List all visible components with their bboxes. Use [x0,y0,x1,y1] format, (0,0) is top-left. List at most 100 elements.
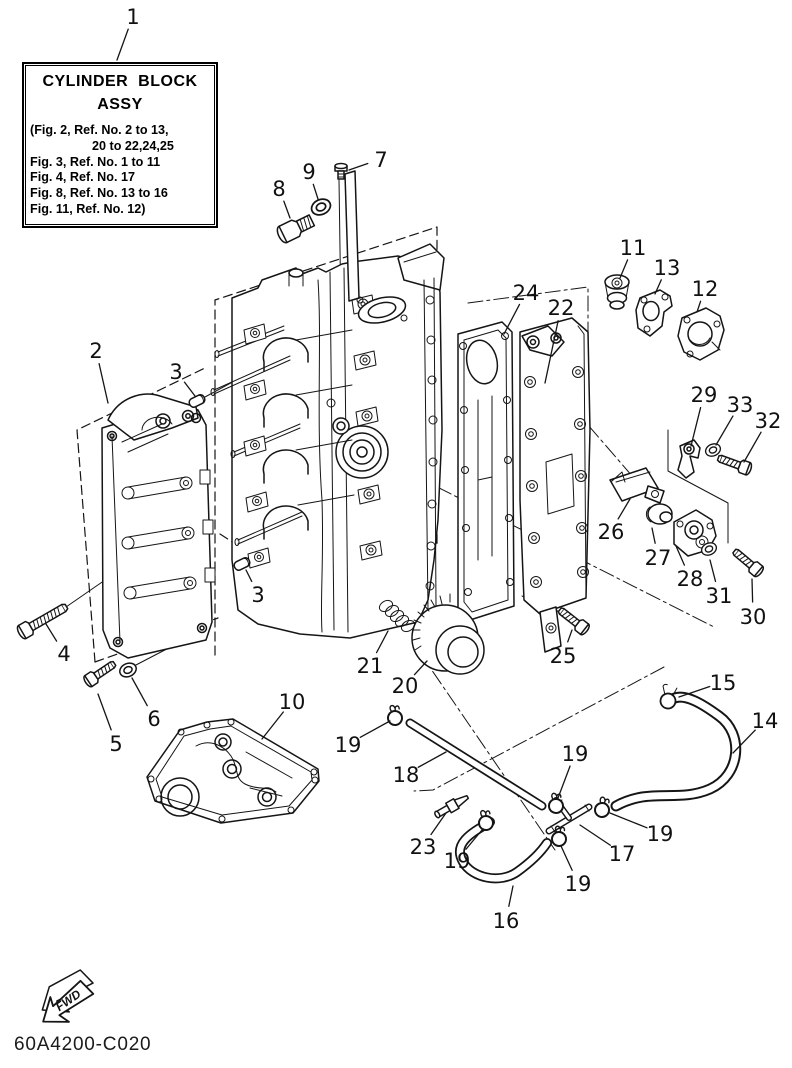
callout-20: 20 [392,674,419,698]
oil-pan-gasket-drawing [146,718,320,824]
figure-reference-line: Fig. 8, Ref. No. 13 to 16 [30,186,168,201]
leader-line-8 [283,200,291,219]
bolt-25-drawing [555,603,592,637]
oil-filter-drawing [378,593,485,675]
leader-line-14 [732,729,756,754]
callout-17: 17 [609,842,636,866]
callout-32: 32 [755,409,782,433]
leader-line-33 [715,415,734,446]
leader-line-27 [651,527,656,544]
crankcase-drawing [101,393,216,659]
top-fasteners-drawing [276,162,348,244]
callout-19: 19 [647,822,674,846]
figure-reference-line: Fig. 3, Ref. No. 1 to 11 [30,154,161,169]
callout-3: 3 [169,360,182,384]
leader-line-2 [98,363,109,404]
callout-25: 25 [550,644,577,668]
callout-29: 29 [691,383,718,407]
callout-22: 22 [548,296,575,320]
assembly-title-box: CYLINDER BLOCK ASSY (Fig. 2, Ref. No. 2 … [22,62,218,228]
callout-13: 13 [654,256,681,280]
leader-line-22 [544,320,559,384]
callout-24: 24 [513,281,540,305]
figure-reference-list: (Fig. 2, Ref. No. 2 to 13,20 to 22,24,25… [26,123,214,218]
callout-8: 8 [272,177,285,201]
callout-19: 19 [444,849,471,873]
assembly-title-line1: CYLINDER BLOCK [42,73,198,90]
leader-line-19 [609,812,648,829]
callout-19: 19 [565,872,592,896]
callout-5: 5 [109,732,122,756]
leader-line-13 [654,279,662,295]
callout-3: 3 [251,583,264,607]
hose-assembly-drawing [384,683,742,884]
leader-line-16 [508,885,514,907]
callout-10: 10 [279,690,306,714]
callout-19: 19 [562,742,589,766]
callout-23: 23 [410,835,437,859]
callout-21: 21 [357,654,384,678]
cylinder-block-drawing [210,170,445,639]
leader-line-23 [430,812,447,836]
callout-4: 4 [57,642,70,666]
anode-parts-drawing [609,439,766,579]
leader-line-21 [375,630,389,654]
callout-27: 27 [645,546,672,570]
leader-line-1 [116,28,129,61]
leader-line-12 [696,300,702,313]
leader-line-18 [417,751,447,768]
fwd-arrow: FWD [41,969,95,1023]
callout-2: 2 [89,339,102,363]
leader-line-3 [245,569,253,583]
callout-30: 30 [740,605,767,629]
callout-14: 14 [752,709,779,733]
exhaust-gasket-drawing [457,321,515,621]
thermostat-parts-drawing [604,274,725,361]
leader-line-19 [560,845,573,871]
callout-16: 16 [493,909,520,933]
leader-line-31 [709,559,717,583]
callout-7: 7 [374,148,387,172]
callout-12: 12 [692,277,719,301]
leader-line-17 [579,824,612,846]
drawing-code: 60A4200-C020 [14,1034,152,1055]
figure-reference-line: Fig. 11, Ref. No. 12) [30,201,146,216]
leader-line-9 [312,183,319,200]
leader-line-11 [619,259,629,279]
callout-19: 19 [335,733,362,757]
leader-line-19 [465,829,483,850]
leader-line-4 [45,623,58,642]
figure-reference-line: 20 to 22,24,25 [92,138,174,153]
assembly-title-line2: ASSY [97,96,143,113]
callout-11: 11 [620,236,647,260]
exhaust-cover-drawing [519,317,591,653]
leader-line-5 [97,693,112,731]
callout-1: 1 [126,5,139,29]
leader-line-24 [503,303,521,335]
leader-line-3 [183,381,196,397]
leader-line-29 [690,406,702,447]
callout-26: 26 [598,520,625,544]
leader-line-32 [743,431,762,463]
leader-line-7 [348,162,369,171]
leader-line-30 [751,578,754,603]
callout-15: 15 [710,671,737,695]
assembly-title-box-inner: CYLINDER BLOCK ASSY (Fig. 2, Ref. No. 2 … [25,65,215,225]
leader-line-20 [413,660,428,676]
callout-28: 28 [677,567,704,591]
leader-line-19 [557,765,571,799]
callout-6: 6 [147,707,160,731]
leader-line-10 [261,711,284,740]
callout-9: 9 [302,160,315,184]
leader-line-26 [617,498,631,520]
leader-line-28 [675,545,686,566]
callout-31: 31 [706,584,733,608]
callout-18: 18 [393,763,420,787]
figure-reference-line: Fig. 4, Ref. No. 17 [30,170,135,185]
leader-line-15 [678,685,711,698]
leader-line-25 [567,629,573,643]
leader-line-6 [131,677,148,707]
